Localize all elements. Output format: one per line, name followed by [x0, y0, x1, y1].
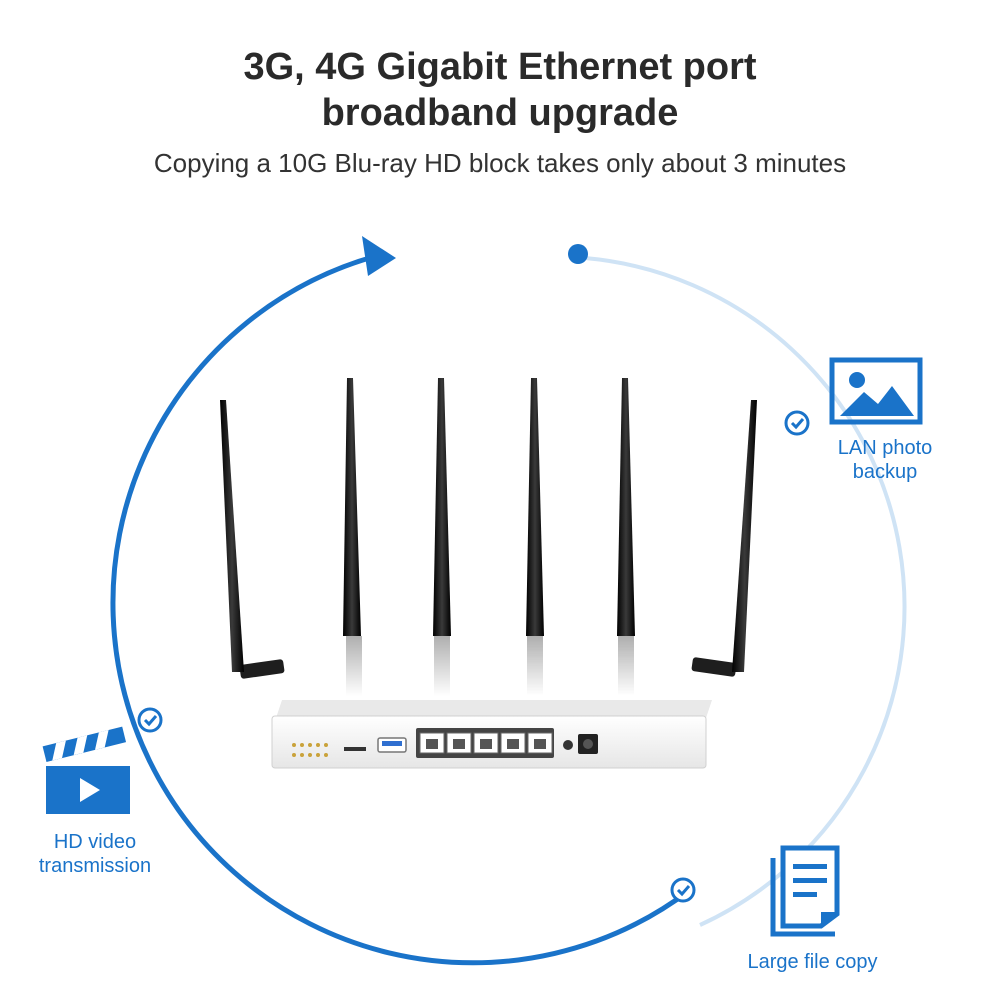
antenna-reflections: [346, 636, 634, 696]
subtitle: Copying a 10G Blu-ray HD block takes onl…: [153, 148, 847, 178]
antenna-2: [343, 378, 361, 636]
progress-arc: [110, 252, 692, 966]
antenna-4: [526, 378, 544, 636]
feature-hd-video: HD video transmission: [20, 830, 170, 878]
clapperboard-icon: [42, 726, 130, 814]
image-icon: [829, 357, 923, 425]
antenna-1: [220, 400, 244, 672]
feature-lan-photo-line1: LAN photo: [837, 437, 933, 459]
antenna-6: [732, 400, 757, 672]
status-leds: [292, 743, 328, 757]
antennas: [220, 378, 757, 672]
check-icon-video: [137, 707, 163, 733]
arrow-head-icon: [362, 236, 396, 276]
router-device: [239, 657, 737, 769]
progress-arc-light: [584, 256, 907, 927]
antenna-3: [433, 378, 451, 636]
check-icon-file: [670, 877, 696, 903]
feature-lan-photo: LAN photo backup: [820, 436, 950, 484]
reset-button: [563, 740, 573, 750]
start-dot: [568, 244, 588, 264]
headline-line-2: broadband upgrade: [321, 92, 679, 134]
feature-hd-video-line2: transmission: [38, 855, 152, 877]
ethernet-ports: [416, 728, 554, 758]
document-icon: [770, 845, 840, 937]
headline-line-1: 3G, 4G Gigabit Ethernet port: [243, 46, 757, 88]
antenna-5: [617, 378, 635, 636]
sd-slot: [344, 747, 366, 751]
check-icon-lan: [784, 410, 810, 436]
feature-lan-photo-line2: backup: [852, 461, 918, 483]
feature-file-copy: Large file copy: [747, 951, 878, 973]
feature-hd-video-line1: HD video: [53, 831, 137, 853]
